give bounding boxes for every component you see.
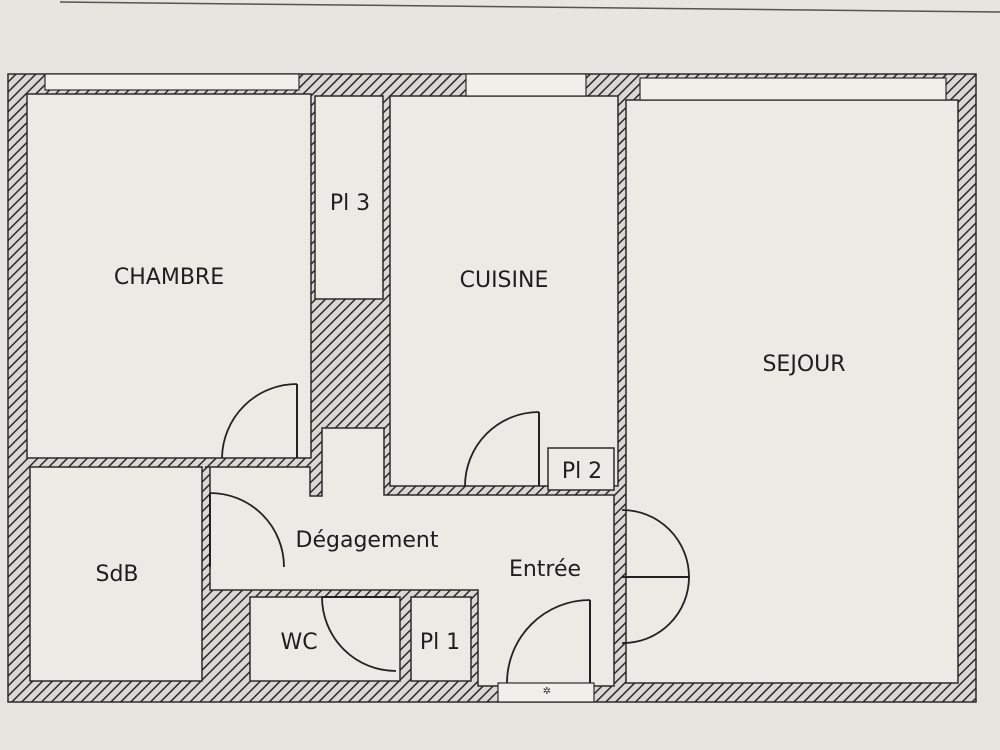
door-sdb: [209, 492, 285, 568]
label-sdb: SdB: [95, 562, 138, 587]
door-cuisine: [464, 411, 540, 487]
label-chambre: CHAMBRE: [114, 265, 224, 290]
window-sejour: [639, 77, 947, 101]
room-sejour: [625, 99, 959, 684]
room-wc: [249, 596, 401, 682]
door-entree: [506, 599, 591, 684]
window-cuisine: [465, 73, 587, 97]
room-placard-1: [410, 596, 472, 682]
door-sejour: [621, 509, 690, 644]
label-placard-2: Pl 2: [562, 459, 602, 484]
label-placard-3: Pl 3: [330, 191, 370, 216]
entry-marker: ✲: [543, 686, 551, 697]
paper-edge: [59, 1, 1000, 13]
door-wc: [321, 596, 397, 672]
entry-threshold: [497, 682, 595, 703]
label-sejour: SEJOUR: [762, 352, 845, 377]
label-entree: Entrée: [509, 557, 581, 582]
label-wc: WC: [280, 630, 317, 655]
room-chambre: [26, 93, 312, 459]
room-placard-2: [547, 447, 615, 491]
window-chambre: [44, 73, 300, 91]
label-degagement: Dégagement: [296, 528, 439, 553]
label-cuisine: CUISINE: [460, 268, 549, 293]
room-sdb: [29, 466, 203, 682]
label-placard-1: Pl 1: [420, 630, 460, 655]
room-degagement-entree: [205, 427, 615, 687]
room-placard-3: [314, 95, 384, 300]
door-chambre: [221, 383, 298, 459]
